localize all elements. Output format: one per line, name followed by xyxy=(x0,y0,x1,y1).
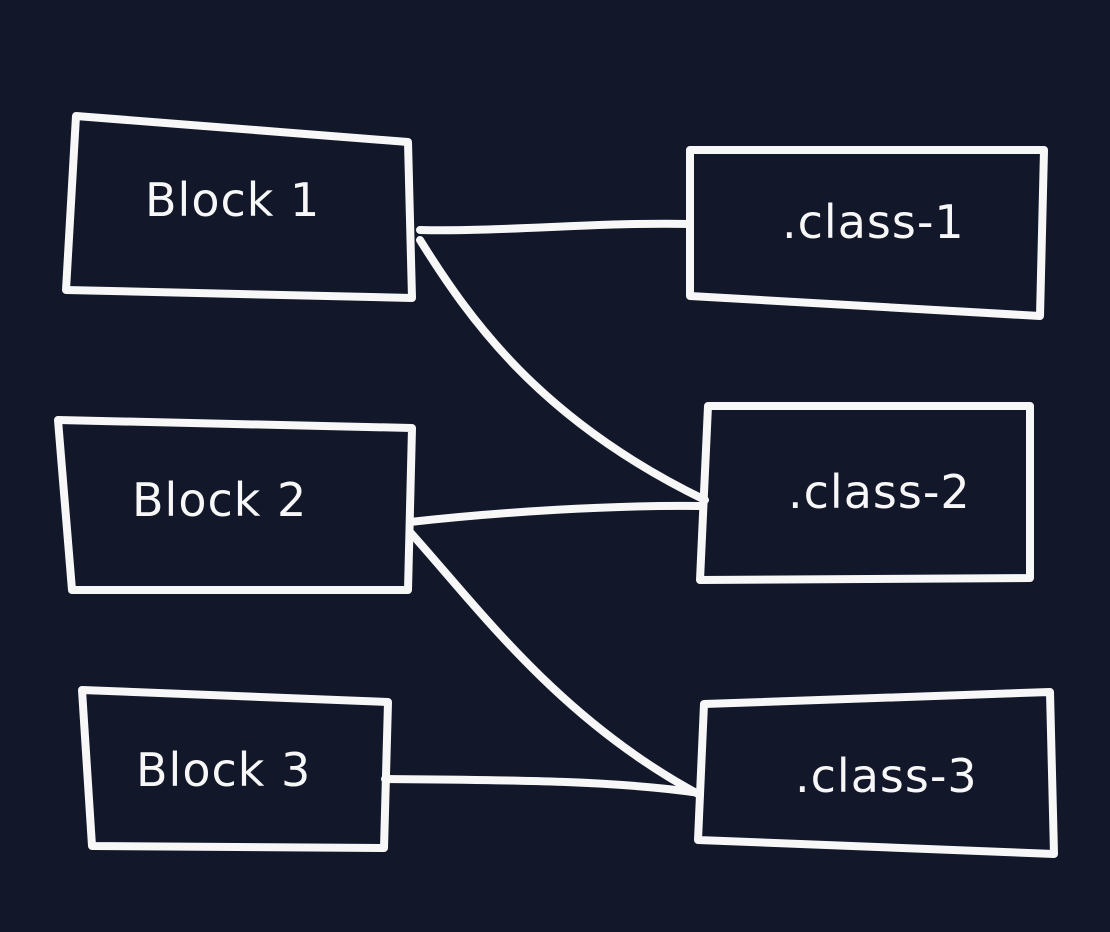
connector-block-2-class-2 xyxy=(406,501,704,526)
class-1: .class-1 xyxy=(686,146,1048,320)
class-1-label: .class-1 xyxy=(782,195,965,249)
block-3-label: Block 3 xyxy=(136,743,311,797)
class-2: .class-2 xyxy=(696,402,1034,584)
class-2-label: .class-2 xyxy=(788,465,971,519)
block-1: Block 1 xyxy=(62,112,416,302)
block-2-label: Block 2 xyxy=(132,473,307,527)
block-2: Block 2 xyxy=(54,416,416,594)
connectors xyxy=(381,219,709,799)
block-2-box xyxy=(54,416,416,594)
block-3-box xyxy=(78,686,392,852)
connector-block-3-class-3 xyxy=(381,775,704,797)
block-3: Block 3 xyxy=(78,686,392,852)
class-3-box xyxy=(694,688,1058,858)
class-3: .class-3 xyxy=(694,688,1058,858)
connector-block-1-class-2 xyxy=(416,236,709,504)
class-2-box xyxy=(696,402,1034,584)
connector-block-1-class-1 xyxy=(416,219,694,235)
connector-block-2-class-3 xyxy=(406,528,704,799)
block-1-label: Block 1 xyxy=(145,173,320,227)
class-1-box xyxy=(686,146,1048,320)
class-3-label: .class-3 xyxy=(795,749,978,803)
block-1-box xyxy=(62,112,416,302)
